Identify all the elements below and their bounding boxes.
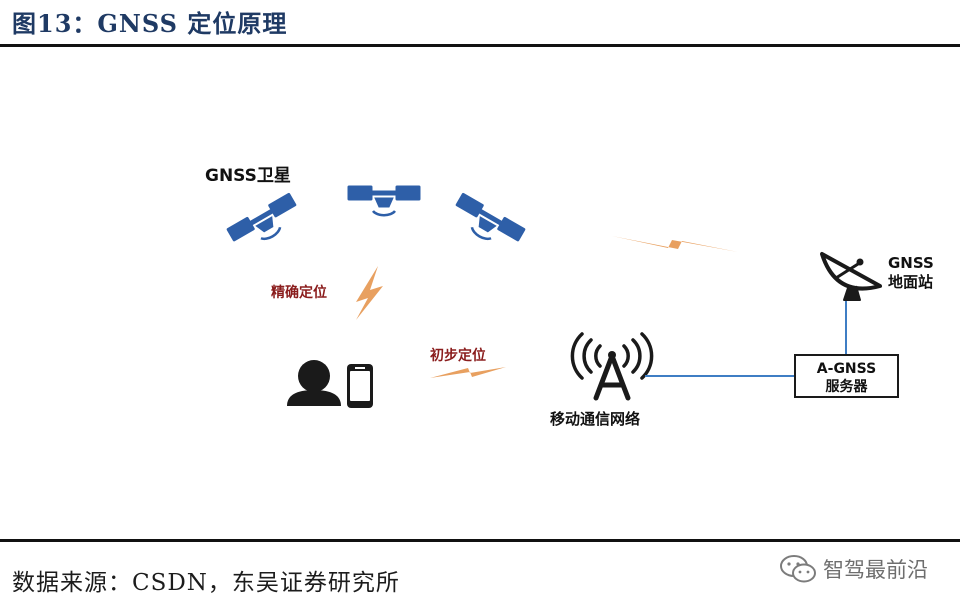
satellite-right-icon	[446, 191, 527, 256]
station-label-line2: 地面站	[888, 273, 933, 291]
source-note: 数据来源：CSDN，东吴证券研究所	[12, 570, 400, 596]
phone-icon	[347, 364, 373, 408]
lightning-precise-icon	[356, 266, 383, 320]
cell-tower-icon	[570, 332, 654, 401]
wechat-icon	[780, 555, 816, 583]
user-icon	[287, 360, 341, 406]
initial-positioning-label: 初步定位	[430, 347, 486, 364]
lightning-satellite-station-icon	[612, 236, 738, 252]
agnss-server-box	[794, 354, 899, 398]
server-label-line1: A-GNSS	[817, 361, 876, 377]
satellite-center-icon	[346, 184, 422, 217]
top-divider	[0, 44, 960, 47]
lightning-initial-icon	[430, 367, 506, 378]
station-label-line1: GNSS	[888, 254, 934, 272]
figure-title: 图13：GNSS 定位原理	[12, 9, 288, 38]
watermark-text: 智驾最前沿	[823, 558, 928, 582]
watermark: 智驾最前沿	[779, 553, 928, 585]
satellite-left-icon	[225, 191, 306, 256]
satellite-dish-icon	[820, 252, 882, 301]
precise-positioning-label: 精确定位	[271, 284, 327, 301]
mobile-network-label: 移动通信网络	[550, 410, 640, 428]
bottom-divider	[0, 539, 960, 542]
server-label-line2: 服务器	[826, 378, 869, 395]
satellite-label: GNSS卫星	[205, 166, 291, 186]
